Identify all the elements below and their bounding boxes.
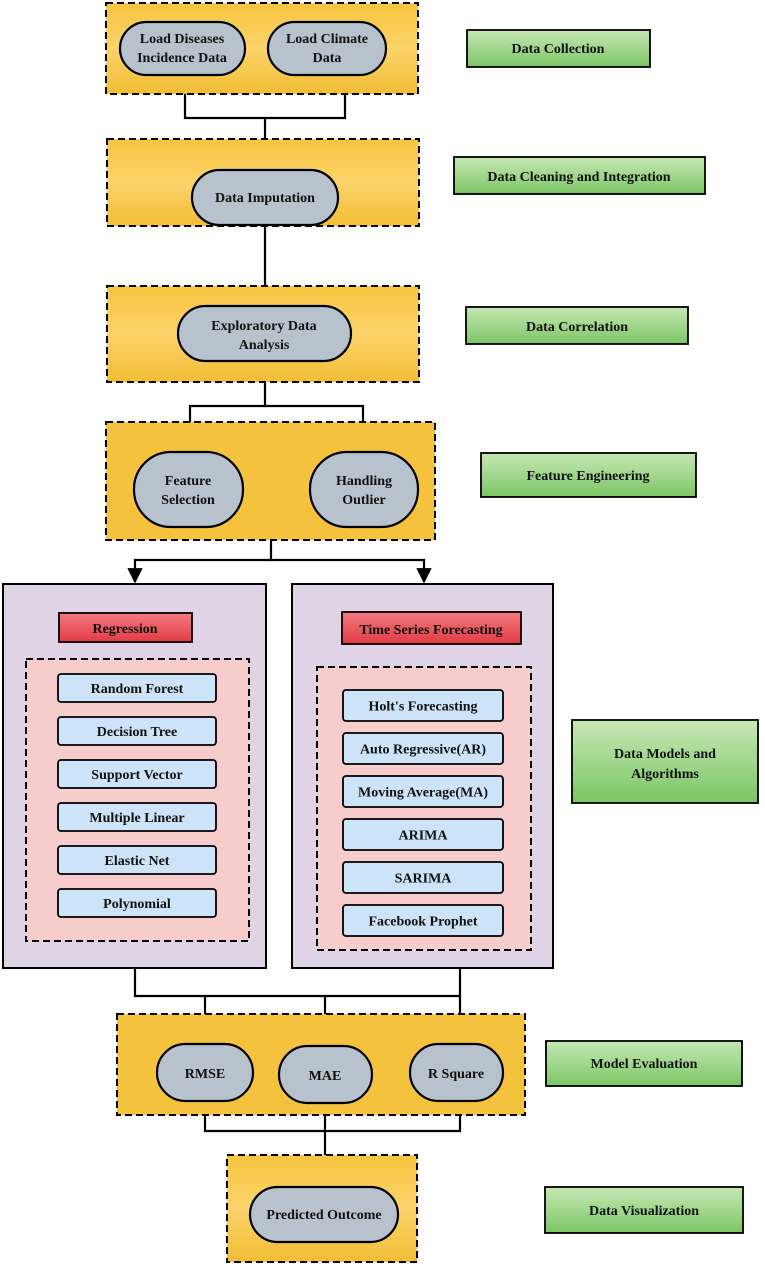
stage-data-cleaning: Data Imputation [106, 138, 420, 227]
svg-text:Load Diseases: Load Diseases [140, 32, 225, 47]
stage-data-visualization: Predicted Outcome [226, 1154, 418, 1263]
timeseries-item-label: Holt's Forecasting [368, 700, 477, 715]
node-handling-outlier-line1: Handling [336, 474, 392, 489]
regression-item-label: Random Forest [91, 682, 184, 697]
svg-text:Incidence Data: Incidence Data [137, 51, 227, 66]
regression-item-box [57, 888, 217, 918]
regression-title-box [58, 612, 193, 643]
label-data-collection: Data Collection [466, 29, 651, 68]
svg-text:Analysis: Analysis [239, 338, 290, 353]
node-rmse [155, 1042, 255, 1103]
node-rsquare-text: R Square [428, 1067, 484, 1082]
label-feature-engineering-text: Feature Engineering [526, 469, 649, 484]
timeseries-item-label: Facebook Prophet [368, 915, 477, 930]
stage-feature-engineering: Feature Selection Handling Outlier [105, 421, 436, 541]
stage-data-collection: Load Diseases Incidence Data Load Climat… [105, 2, 419, 95]
label-data-correlation: Data Correlation [465, 306, 689, 345]
svg-text:Selection: Selection [161, 493, 215, 508]
timeseries-item-box [342, 861, 504, 894]
node-load-climate-line2: Data [313, 51, 342, 66]
timeseries-item-box [342, 775, 504, 808]
timeseries-title: Time Series Forecasting [359, 623, 502, 638]
node-exploratory [176, 304, 353, 363]
arrow-feature-regression [127, 540, 273, 584]
label-data-collection-text: Data Collection [512, 42, 605, 57]
node-rmse-text: RMSE [185, 1067, 225, 1082]
node-exploratory-line1: Exploratory Data [211, 319, 316, 334]
label-feature-engineering: Feature Engineering [480, 452, 697, 498]
timeseries-item-box [342, 689, 504, 722]
timeseries-item-label: Auto Regressive(AR) [360, 743, 486, 758]
timeseries-item-box [342, 904, 504, 937]
svg-text:Algorithms: Algorithms [631, 767, 699, 782]
stage-model-evaluation: RMSE MAE R Square [116, 1013, 526, 1116]
label-data-cleaning-text: Data Cleaning and Integration [487, 170, 670, 185]
node-load-diseases-line2: Incidence Data [137, 51, 227, 66]
node-mae-text: MAE [309, 1069, 342, 1084]
timeseries-item-box [342, 818, 504, 851]
label-data-correlation-text: Data Correlation [526, 320, 628, 335]
node-predicted-outcome-text: Predicted Outcome [266, 1208, 381, 1223]
svg-text:Exploratory Data: Exploratory Data [211, 319, 316, 334]
label-data-cleaning: Data Cleaning and Integration [453, 156, 706, 195]
timeseries-item-box [342, 732, 504, 765]
label-model-evaluation-text: Model Evaluation [591, 1057, 698, 1072]
node-load-climate-line1: Load Climate [286, 32, 368, 47]
node-load-diseases-line1: Load Diseases [140, 32, 225, 47]
label-data-models: Data Models and Algorithms [571, 719, 759, 804]
node-predicted-outcome [248, 1185, 400, 1244]
regression-item-label: Decision Tree [97, 725, 178, 740]
node-load-climate [266, 20, 388, 77]
regression-item-box [57, 802, 217, 832]
node-data-imputation-text: Data Imputation [215, 191, 315, 206]
regression-title: Regression [92, 622, 157, 637]
node-feature-selection-line1: Feature [165, 474, 211, 489]
node-data-imputation [190, 168, 340, 227]
node-load-diseases [118, 20, 247, 77]
label-data-models-line2: Algorithms [631, 767, 699, 782]
node-feature-selection [132, 450, 245, 529]
panel-timeseries: Time Series Forecasting Holt's Forecasti… [291, 583, 554, 969]
regression-item-label: Elastic Net [105, 854, 170, 869]
arrow-feature-timeseries [271, 558, 432, 584]
node-mae [277, 1044, 374, 1105]
svg-text:Feature: Feature [165, 474, 211, 489]
svg-text:Outlier: Outlier [342, 493, 386, 508]
label-data-visualization-text: Data Visualization [589, 1204, 699, 1219]
connector-models [133, 968, 462, 998]
svg-text:Data Models and: Data Models and [614, 747, 716, 762]
timeseries-title-box [341, 611, 522, 645]
timeseries-item-label: Moving Average(MA) [358, 786, 488, 801]
timeseries-item-label: ARIMA [399, 829, 449, 844]
svg-text:Handling: Handling [336, 474, 392, 489]
node-feature-selection-line2: Selection [161, 493, 215, 508]
regression-item-box [57, 673, 217, 703]
timeseries-item-label: SARIMA [395, 872, 453, 887]
regression-item-label: Multiple Linear [89, 811, 184, 826]
label-data-visualization: Data Visualization [544, 1186, 744, 1234]
node-handling-outlier [308, 450, 420, 529]
node-handling-outlier-line2: Outlier [342, 493, 386, 508]
connector-collection [183, 94, 347, 120]
svg-text:Data: Data [313, 51, 342, 66]
node-exploratory-line2: Analysis [239, 338, 290, 353]
regression-item-box [57, 716, 217, 746]
label-model-evaluation: Model Evaluation [545, 1040, 743, 1087]
stage-data-correlation: Exploratory Data Analysis [106, 285, 420, 383]
regression-item-box [57, 759, 217, 789]
svg-text:Load Climate: Load Climate [286, 32, 368, 47]
regression-item-box [57, 845, 217, 875]
label-data-models-line1: Data Models and [614, 747, 716, 762]
node-rsquare [408, 1042, 505, 1103]
regression-item-label: Polynomial [103, 897, 171, 912]
regression-item-label: Support Vector [91, 768, 182, 783]
